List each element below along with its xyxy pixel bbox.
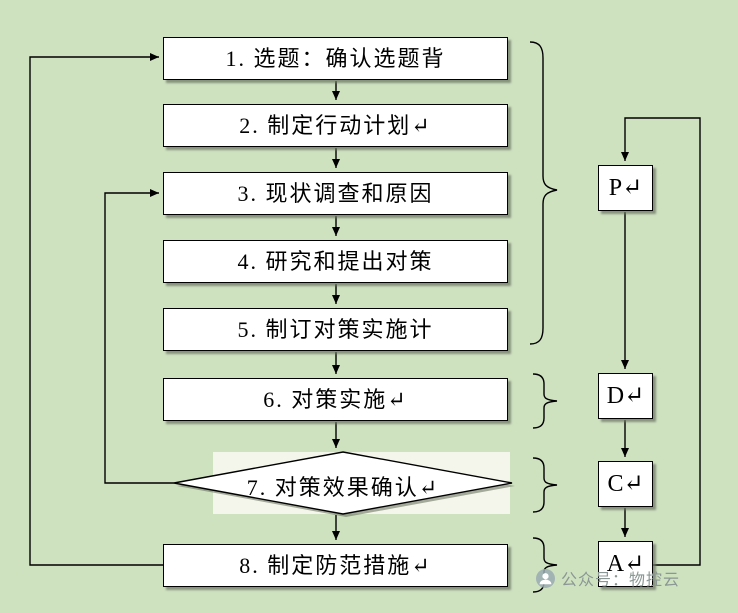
step-diamond-7-label: 7. 对策效果确认↵ (246, 475, 440, 500)
step-box-6: 6. 对策实施↵ (163, 378, 508, 421)
step-box-1: 1. 选题：确认选题背 (163, 37, 508, 80)
decision-diamond (173, 451, 513, 515)
brace-check-group (532, 457, 558, 513)
person-icon (536, 568, 555, 588)
loop-a-to-p (621, 117, 701, 566)
step-box-4: 4. 研究和提出对策 (163, 240, 508, 283)
step-box-2: 2. 制定行动计划↵ (163, 104, 508, 147)
watermark-text: 公众号：物控云 (561, 572, 681, 589)
step-box-8: 8. 制定防范措施↵ (163, 544, 508, 587)
brace-plan-group (529, 41, 558, 345)
step-box-5: 5. 制订对策实施计 (163, 308, 508, 351)
pdca-box-a: A↵ (598, 541, 653, 587)
pdca-box-d: D↵ (598, 373, 653, 419)
pdca-box-p: P↵ (598, 165, 653, 211)
loop-step8-to-step1 (29, 53, 163, 566)
step-box-3: 3. 现状调查和原因 (163, 172, 508, 215)
loop-step7-to-step3 (104, 189, 174, 484)
pdca-box-c: C↵ (598, 461, 653, 507)
watermark: 公众号：物控云 (536, 566, 680, 590)
brace-do-group (532, 373, 558, 429)
